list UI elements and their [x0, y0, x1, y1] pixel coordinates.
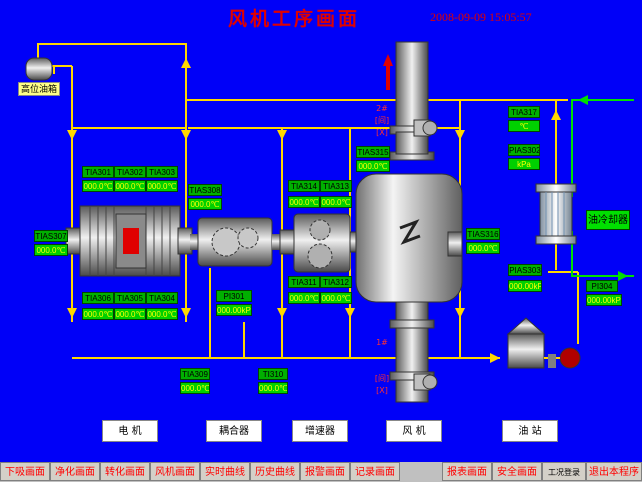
instrument-tag[interactable]: TIA309: [180, 368, 210, 380]
nav-report-screen[interactable]: 报表画面: [442, 462, 492, 481]
instrument-tag[interactable]: TIAS307: [34, 230, 68, 242]
coupling-label[interactable]: 耦合器: [206, 420, 262, 442]
instrument-value: 000.0℃: [188, 198, 222, 210]
motor-label[interactable]: 电 机: [102, 420, 158, 442]
nav-history-trend[interactable]: 历史曲线: [250, 462, 300, 481]
bearing-1-number: 1#: [376, 338, 388, 347]
instrument-value: 000.0℃: [320, 196, 352, 208]
instrument-value: 000.0℃: [82, 308, 114, 320]
instrument-value: 000.00kPa: [586, 294, 622, 306]
nav-safety-screen[interactable]: 安全画面: [492, 462, 542, 481]
instrument-value: kPa: [508, 158, 540, 170]
motor-graphic: [65, 205, 193, 277]
coupling-graphic: [190, 217, 292, 267]
instrument-tag[interactable]: TIA313: [320, 180, 352, 192]
bearing-2-label-a: [间]: [374, 116, 390, 125]
oil-cooler-graphic: [535, 183, 577, 245]
instrument-tag[interactable]: TI310: [258, 368, 288, 380]
instrument-tag[interactable]: PIAS303: [508, 264, 542, 276]
instrument-tag[interactable]: TIA302: [114, 166, 146, 178]
current-datetime: 2008-09-09 15:05:57: [430, 10, 532, 24]
instrument-tag[interactable]: TIA306: [82, 292, 114, 304]
instrument-tag[interactable]: TIA314: [288, 180, 320, 192]
fan-label[interactable]: 风 机: [386, 420, 442, 442]
oil-station-graphic: [506, 317, 581, 369]
instrument-value: 000.0℃: [288, 292, 320, 304]
nav-conversion-screen[interactable]: 转化画面: [100, 462, 150, 481]
nav-alarm-screen[interactable]: 报警画面: [300, 462, 350, 481]
bearing-2-label-b: [X]: [376, 128, 388, 137]
instrument-tag[interactable]: TIAS308: [188, 184, 222, 196]
nav-realtime-trend[interactable]: 实时曲线: [200, 462, 250, 481]
instrument-value: 000.00kPa: [508, 280, 542, 292]
page-title: 风机工序画面: [228, 8, 361, 30]
instrument-tag[interactable]: TIAS315: [356, 146, 390, 158]
nav-purification-screen[interactable]: 净化画面: [50, 462, 100, 481]
instrument-value: 000.0℃: [180, 382, 210, 394]
instrument-tag[interactable]: PI301: [216, 290, 252, 302]
instrument-tag[interactable]: TIA311: [288, 276, 320, 288]
instrument-value: 000.0℃: [146, 180, 178, 192]
nav-blower-screen[interactable]: 风机画面: [150, 462, 200, 481]
high-oil-tank-label: 高位油箱: [18, 82, 60, 96]
oil-arrows: [67, 58, 561, 363]
instrument-tag[interactable]: PIAS302: [508, 144, 540, 156]
gearbox-graphic: [279, 213, 365, 273]
instrument-tag[interactable]: TIA305: [114, 292, 146, 304]
oil-cooler-label: 油冷却器: [586, 210, 630, 230]
instrument-tag[interactable]: TIAS316: [466, 228, 500, 240]
instrument-value: 000.0℃: [320, 292, 352, 304]
bearing-1-label-a: [间]: [374, 374, 390, 383]
instrument-tag[interactable]: TIA312: [320, 276, 352, 288]
instrument-tag[interactable]: TIA304: [146, 292, 178, 304]
instrument-value: 000.0℃: [82, 180, 114, 192]
gearbox-label[interactable]: 增速器: [292, 420, 348, 442]
bearing-2-number: 2#: [376, 104, 388, 113]
instrument-value: 000.0℃: [356, 160, 390, 172]
instrument-value: 000.0℃: [114, 308, 146, 320]
instrument-value: 000.0℃: [34, 244, 68, 256]
oil-station-label[interactable]: 油 站: [502, 420, 558, 442]
nav-absorption-screen[interactable]: 下吸画面: [0, 462, 50, 481]
fan-graphic: [355, 41, 463, 403]
nav-operator-login[interactable]: 工况登录: [542, 462, 586, 481]
nav-record-screen[interactable]: 记录画面: [350, 462, 400, 481]
instrument-value: ℃: [508, 120, 540, 132]
instrument-value: 000.0℃: [114, 180, 146, 192]
instrument-tag[interactable]: TIA303: [146, 166, 178, 178]
instrument-tag[interactable]: TIA301: [82, 166, 114, 178]
instrument-value: 000.0℃: [288, 196, 320, 208]
instrument-tag[interactable]: PI304: [586, 280, 618, 292]
instrument-value: 000.0℃: [466, 242, 500, 254]
instrument-value: 000.00kPa: [216, 304, 252, 316]
nav-exit-program[interactable]: 退出本程序: [586, 462, 642, 481]
instrument-value: 000.0℃: [146, 308, 178, 320]
instrument-value: 000.0℃: [258, 382, 288, 394]
high-oil-tank: [25, 57, 53, 81]
bearing-1-label-b: [X]: [376, 386, 388, 395]
instrument-tag[interactable]: TIA317: [508, 106, 540, 118]
